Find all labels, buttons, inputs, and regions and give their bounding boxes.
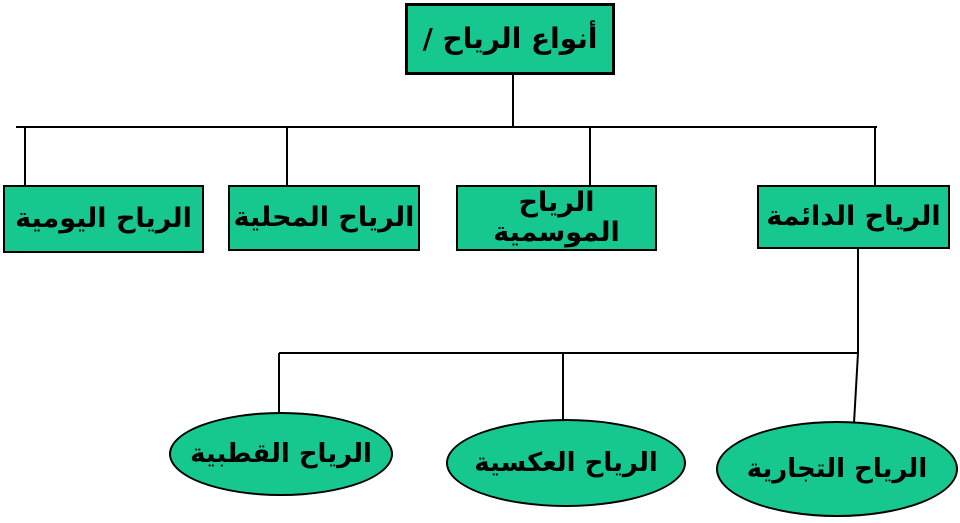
node-trade-winds-label: الرياح التجارية <box>746 453 928 484</box>
node-permanent-winds: الرياح الدائمة <box>757 185 950 249</box>
node-polar-winds: الرياح القطبية <box>169 412 393 496</box>
node-wind-types-title-label: أنواع الرياح / <box>422 21 598 55</box>
node-seasonal-winds-label: الرياح الموسمية <box>493 187 620 248</box>
node-local-winds: الرياح المحلية <box>228 185 420 251</box>
node-local-winds-label: الرياح المحلية <box>233 202 415 234</box>
node-permanent-winds-label: الرياح الدائمة <box>766 201 941 233</box>
node-daily-winds-label: الرياح اليومية <box>15 203 192 235</box>
node-wind-types-title: أنواع الرياح / <box>405 3 615 75</box>
node-trade-winds: الرياح التجارية <box>716 421 958 517</box>
node-seasonal-winds: الرياح الموسمية <box>456 185 657 251</box>
node-reversing-winds-label: الرياح العكسية <box>474 447 658 478</box>
node-daily-winds: الرياح اليومية <box>3 185 204 253</box>
node-reversing-winds: الرياح العكسية <box>446 419 686 507</box>
node-polar-winds-label: الرياح القطبية <box>190 438 372 469</box>
